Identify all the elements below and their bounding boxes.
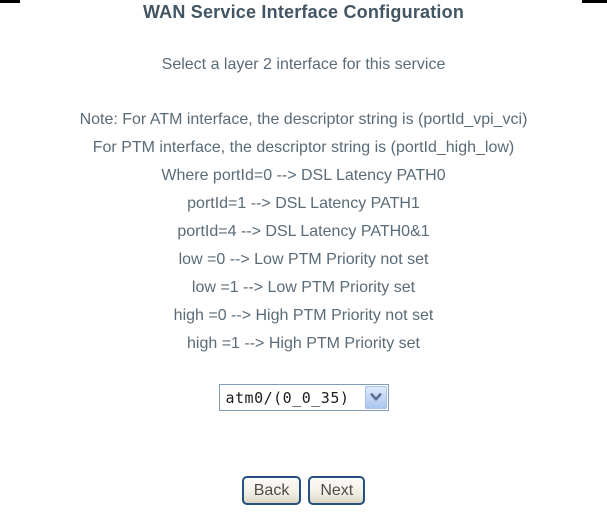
back-button[interactable]: Back — [241, 476, 302, 505]
page-subtitle: Select a layer 2 interface for this serv… — [161, 56, 446, 73]
layer2-interface-select[interactable]: atm0/(0_0_35) — [218, 384, 389, 411]
note-line: Note: For ATM interface, the descriptor … — [79, 111, 528, 128]
selected-interface-value: atm0/(0_0_35) — [225, 388, 350, 407]
note-line: low =0 --> Low PTM Priority not set — [178, 251, 429, 268]
note-line: portId=4 --> DSL Latency PATH0&1 — [177, 223, 430, 240]
note-line: high =0 --> High PTM Priority not set — [173, 307, 434, 324]
note-line: portId=1 --> DSL Latency PATH1 — [187, 195, 420, 212]
note-line: low =1 --> Low PTM Priority set — [191, 279, 416, 296]
note-line: Where portId=0 --> DSL Latency PATH0 — [161, 167, 446, 184]
table-border-fragment-left — [0, 0, 20, 3]
navigation-buttons: Back Next — [0, 476, 607, 505]
note-line: high =1 --> High PTM Priority set — [187, 335, 420, 352]
chevron-down-icon[interactable] — [364, 386, 387, 409]
note-line: For PTM interface, the descriptor string… — [92, 139, 515, 156]
note-block: Note: For ATM interface, the descriptor … — [0, 106, 607, 358]
page-title: WAN Service Interface Configuration — [142, 2, 465, 22]
next-button[interactable]: Next — [308, 476, 366, 505]
table-border-fragment-right — [582, 0, 607, 3]
